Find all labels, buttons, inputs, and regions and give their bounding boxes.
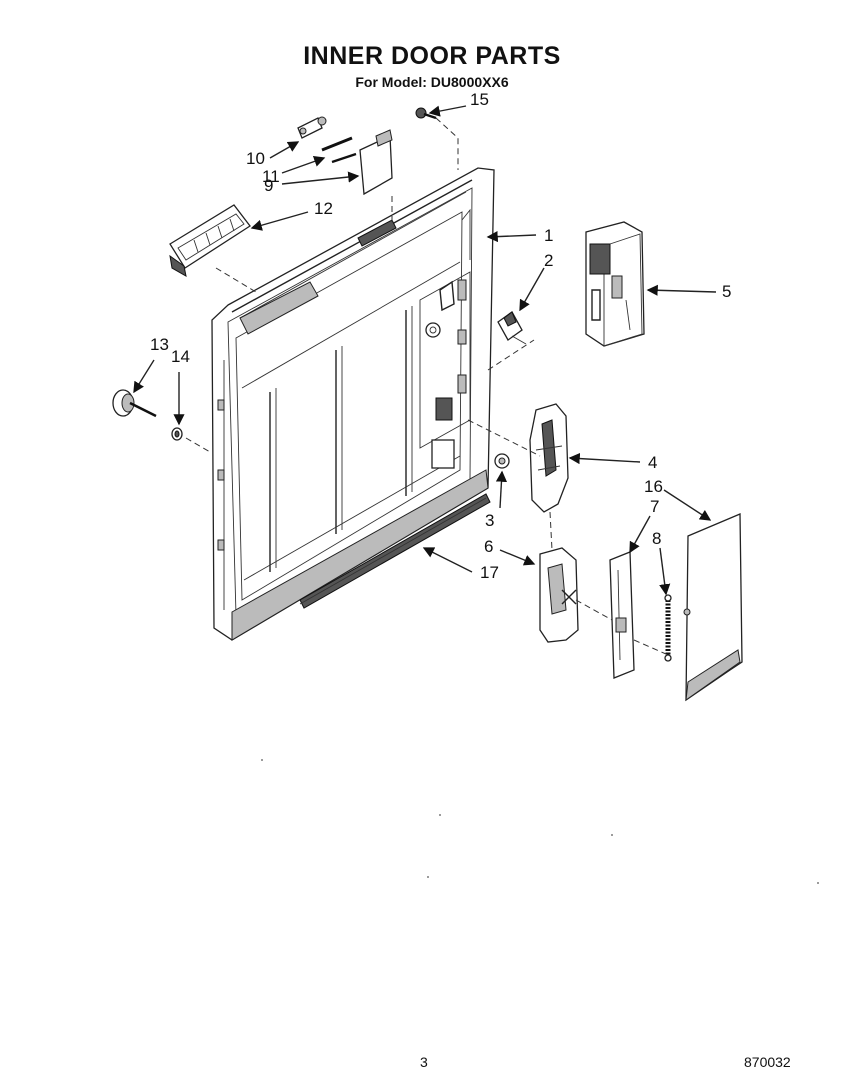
latch-clip — [497, 311, 527, 345]
inner-door-panel — [211, 167, 495, 641]
page-title: INNER DOOR PARTS — [303, 42, 561, 70]
print-specks — [261, 759, 819, 884]
callout-12: 12 — [314, 199, 333, 218]
knob-wheel — [112, 389, 157, 418]
callout-1: 1 — [544, 226, 553, 245]
handle-bracket — [169, 204, 251, 277]
callout-17: 17 — [480, 563, 499, 582]
side-cover — [683, 513, 743, 702]
page-number: 3 — [420, 1054, 428, 1070]
callout-8: 8 — [652, 529, 661, 548]
callout-5: 5 — [722, 282, 731, 301]
cover-plate — [359, 129, 393, 196]
latch-housing — [585, 221, 645, 347]
callout-2: 2 — [544, 251, 553, 270]
washer — [171, 427, 183, 441]
latch-slide — [539, 547, 579, 643]
document-code: 870032 — [744, 1054, 791, 1070]
leader-arrows — [133, 105, 717, 596]
bottom-seal-strip — [299, 493, 491, 609]
model-subtitle: For Model: DU8000XX6 — [355, 74, 509, 90]
clip — [297, 116, 327, 139]
callout-7: 7 — [650, 497, 659, 516]
pin — [321, 136, 357, 164]
callout-11: 11 — [262, 167, 280, 186]
assembly-lines — [185, 117, 667, 655]
spring — [664, 594, 672, 662]
slide-plate — [609, 551, 635, 679]
callout-15: 15 — [470, 90, 489, 109]
callout-6: 6 — [484, 537, 493, 556]
callout-13: 13 — [150, 335, 169, 354]
callout-3: 3 — [485, 511, 494, 530]
callout-labels: 1 2 3 4 5 6 7 8 9 10 11 12 13 14 15 16 1… — [150, 90, 731, 582]
callout-4: 4 — [648, 453, 657, 472]
latch-lever — [529, 403, 569, 513]
callout-14: 14 — [171, 347, 190, 366]
callout-10: 10 — [246, 149, 265, 168]
callout-16: 16 — [644, 477, 663, 496]
bumper — [494, 453, 510, 469]
callout-9: 9 — [264, 176, 273, 195]
